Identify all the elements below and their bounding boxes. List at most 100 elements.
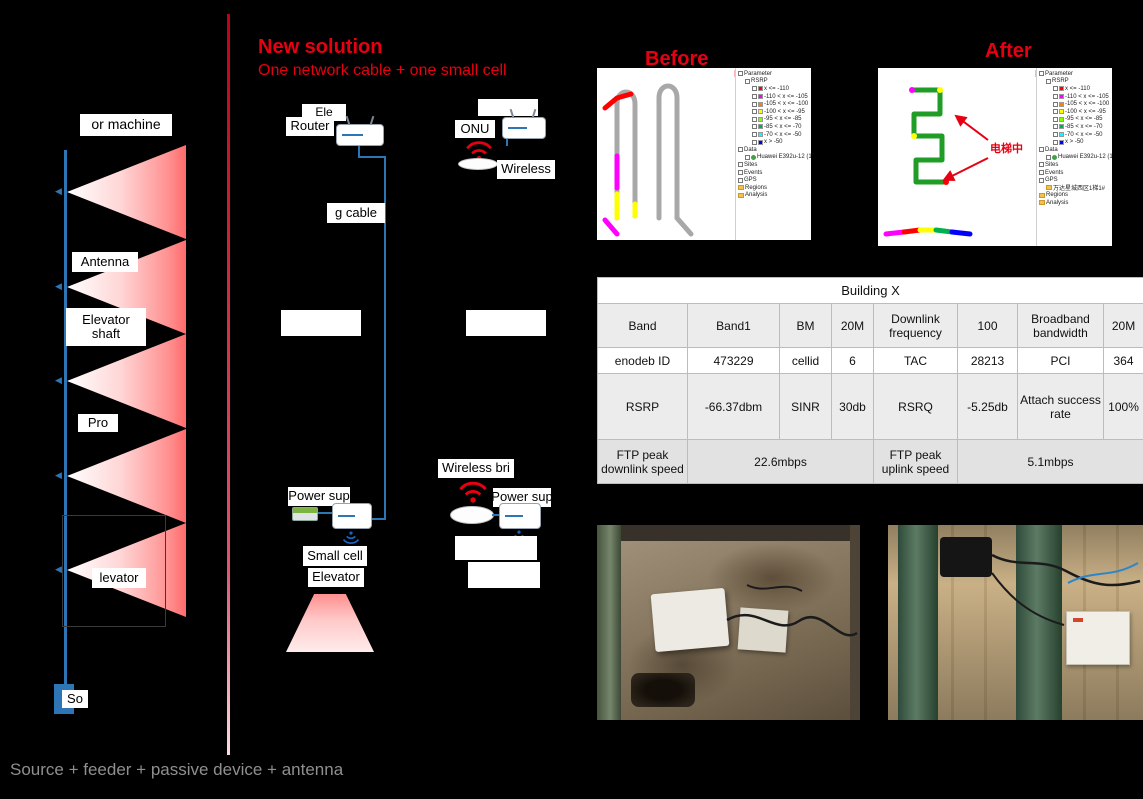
legend-checkbox[interactable]	[1039, 71, 1044, 77]
legend-color-swatch	[758, 109, 763, 115]
legend-color-swatch	[758, 124, 763, 130]
table-cell: 20M	[831, 303, 874, 348]
legend-checkbox[interactable]	[738, 71, 743, 77]
antenna-arrow-icon: ◀	[55, 470, 62, 480]
legend-checkbox[interactable]	[752, 86, 757, 92]
elevator-annotation: 电梯中	[990, 141, 1023, 155]
onu-label: ONU	[455, 120, 495, 138]
table-cell: BM	[779, 303, 832, 348]
blank-label-box	[281, 310, 361, 336]
legend-row: Events	[737, 169, 811, 177]
legend-checkbox[interactable]	[1053, 116, 1058, 122]
legend-label: RSRP	[1052, 78, 1069, 85]
device-icon	[1052, 154, 1057, 160]
blank-label-box	[455, 536, 537, 560]
radiation-cone	[67, 145, 186, 239]
legend-checkbox[interactable]	[752, 116, 757, 122]
onu-cable-segment	[506, 139, 508, 146]
steel-beam	[898, 525, 938, 720]
legend-checkbox[interactable]	[1039, 170, 1044, 176]
elevator-car-outline	[62, 515, 166, 627]
legend-checkbox[interactable]	[752, 124, 757, 130]
legend-label: Parameter	[744, 70, 773, 77]
legend-row: Analysis	[737, 192, 811, 200]
table-cell: SINR	[779, 373, 832, 440]
bridge-disc-device	[450, 506, 494, 524]
router-label: Router	[286, 117, 334, 136]
legend-checkbox[interactable]	[738, 170, 743, 176]
wireless-label: Wireless	[497, 160, 555, 179]
legend-label: Huawei E392u-12 (1)	[1058, 154, 1112, 161]
wireless-bridge-icon	[459, 481, 487, 503]
legend-color-swatch	[1059, 132, 1064, 138]
folder-icon	[738, 192, 744, 198]
table-cell: -66.37dbm	[687, 373, 780, 440]
antenna-arrow-icon: ◀	[55, 375, 62, 385]
legend-checkbox[interactable]	[752, 109, 757, 115]
legend-row: -100 < x <= -95	[737, 108, 811, 116]
legend-label: Data	[744, 146, 757, 153]
legend-row: -100 < x <= -95	[1038, 108, 1112, 116]
legend-checkbox[interactable]	[1046, 78, 1051, 84]
table-cell: RSRQ	[873, 373, 958, 440]
legend-row: x > -50	[737, 138, 811, 146]
antenna-arrow-icon: ◀	[55, 564, 62, 574]
installation-photo-machine-room	[888, 525, 1143, 720]
legend-checkbox[interactable]	[1053, 139, 1058, 145]
after-route-plot: 电梯中	[878, 68, 1036, 246]
legend-checkbox[interactable]	[1053, 94, 1058, 100]
legend-checkbox[interactable]	[752, 94, 757, 100]
legend-color-swatch	[1059, 109, 1064, 115]
table-cell: enodeb ID	[597, 347, 688, 374]
legend-color-swatch	[758, 94, 763, 100]
legend-label: Parameter	[1045, 70, 1074, 77]
after-title: After	[985, 40, 1032, 62]
legend-checkbox[interactable]	[738, 177, 743, 183]
legend-label: -110 < x <= -105	[1065, 93, 1109, 100]
table-title: Building X	[596, 277, 1143, 304]
legend-checkbox[interactable]	[1053, 132, 1058, 138]
legend-color-swatch	[758, 86, 763, 92]
legend-checkbox[interactable]	[738, 162, 743, 168]
legend-row: -105 < x <= -100	[1038, 100, 1112, 108]
legend-checkbox[interactable]	[745, 154, 750, 160]
legend-checkbox[interactable]	[745, 78, 750, 84]
legend-checkbox[interactable]	[1053, 101, 1058, 107]
before-title: Before	[645, 48, 709, 70]
router-device	[336, 115, 384, 146]
folder-icon	[738, 185, 744, 191]
legend-row: x <= -110	[1038, 85, 1112, 93]
legend-checkbox[interactable]	[1039, 162, 1044, 168]
legend-label: -70 < x <= -50	[1065, 131, 1103, 138]
feeder-cable	[64, 150, 67, 690]
legend-label: Regions	[1046, 192, 1069, 199]
table-cell: RSRP	[597, 373, 688, 440]
legend-checkbox[interactable]	[1046, 154, 1051, 160]
legend-row: 万达星城西区1梯1#	[1038, 184, 1112, 192]
power-supply-label: Power sup	[288, 487, 350, 506]
legend-row: x > -50	[1038, 138, 1112, 146]
legend-checkbox[interactable]	[1053, 109, 1058, 115]
legend-label: GPS	[744, 177, 757, 184]
power-adapter-box	[940, 537, 992, 577]
legend-checkbox[interactable]	[1039, 177, 1044, 183]
legend-checkbox[interactable]	[752, 101, 757, 107]
legend-checkbox[interactable]	[752, 132, 757, 138]
legend-checkbox[interactable]	[738, 147, 743, 153]
legend-checkbox[interactable]	[752, 139, 757, 145]
legend-checkbox[interactable]	[1039, 147, 1044, 153]
legend-label: -95 < x <= -85	[1065, 116, 1103, 123]
wireless-bridge-label: Wireless bri	[438, 459, 514, 478]
legend-color-swatch	[1059, 116, 1064, 122]
legend-checkbox[interactable]	[1053, 124, 1058, 130]
bridge-disc-device	[458, 158, 498, 170]
folder-icon	[1046, 185, 1052, 191]
network-cable-segment	[358, 156, 386, 158]
folder-icon	[1039, 200, 1045, 206]
legend-checkbox[interactable]	[1053, 86, 1058, 92]
